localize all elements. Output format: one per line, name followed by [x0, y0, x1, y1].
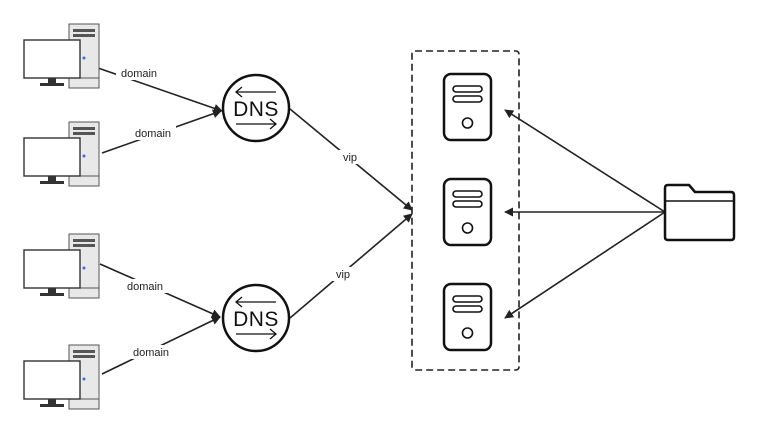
edge-label-client-4: domain [133, 347, 169, 359]
dns-label: DNS [233, 98, 279, 121]
client-2 [23, 121, 100, 187]
edge-label-client-3: domain [127, 281, 163, 293]
desktop-computer-icon [23, 121, 100, 187]
dns-1: DNS [221, 73, 291, 143]
edge-dns-2-cluster [289, 213, 413, 319]
edge-label-dns-2: vip [336, 269, 350, 281]
folder-icon [663, 183, 736, 242]
dns-label: DNS [233, 308, 279, 331]
edge-folder-server-3 [504, 211, 666, 319]
server-icon [442, 282, 493, 352]
client-4 [23, 344, 100, 410]
desktop-computer-icon [23, 23, 100, 89]
folder [663, 183, 736, 242]
server-2 [442, 177, 493, 247]
server-icon [442, 177, 493, 247]
desktop-computer-icon [23, 233, 100, 299]
server-icon [442, 72, 493, 142]
dns-sync-arrows-icon [234, 296, 278, 340]
dns-sync-arrows-icon [234, 86, 278, 130]
server-3 [442, 282, 493, 352]
edge-label-dns-1: vip [343, 152, 357, 164]
edge-folder-server-1 [504, 109, 666, 213]
server-1 [442, 72, 493, 142]
server-cluster-boundary [411, 50, 520, 371]
edge-labels: domain domain domain domain vip vip [116, 66, 362, 359]
desktop-computer-icon [23, 344, 100, 410]
client-3 [23, 233, 100, 299]
edges [97, 67, 666, 375]
edge-label-client-1: domain [121, 68, 157, 80]
dns-2: DNS [221, 283, 291, 353]
edge-label-client-2: domain [135, 128, 171, 140]
client-1 [23, 23, 100, 89]
